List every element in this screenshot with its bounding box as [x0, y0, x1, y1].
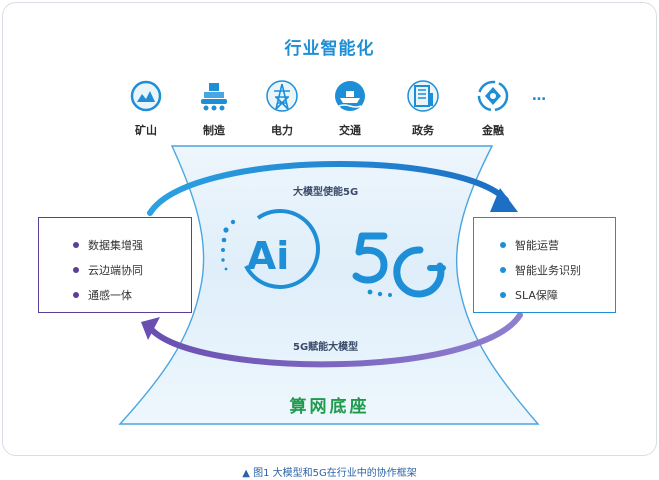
bullet-dot	[500, 241, 506, 248]
finance-coin-icon	[477, 80, 509, 112]
list-item: 云边端协同	[39, 257, 191, 282]
list-item-label: SLA保障	[515, 288, 558, 302]
bullet-dot	[500, 291, 506, 298]
list-item-label: 智能运营	[515, 238, 559, 252]
figure-caption: ▲ 图1 大模型和5G在行业中的协作框架	[242, 468, 417, 479]
5g-emblem	[352, 232, 446, 298]
more-industries-ellipsis: …	[532, 88, 546, 104]
industry-label: 金融	[482, 124, 504, 137]
industry-label: 交通	[339, 124, 361, 137]
bullet-dot	[500, 266, 506, 273]
industry-item-government: 政务	[393, 78, 453, 138]
industry-item-mine: 矿山	[116, 78, 176, 138]
top-arc-label: 大模型使能5G	[293, 187, 359, 198]
list-item: 通感一体	[39, 282, 191, 307]
industry-label: 电力	[271, 124, 293, 137]
bottom-arc-arrowhead	[141, 317, 160, 340]
right-capability-box: 智能运营 智能业务识别 SLA保障	[473, 217, 616, 313]
list-item-label: 云边端协同	[88, 263, 143, 277]
industry-intelligence-title: 行业智能化	[284, 39, 375, 59]
manufacturing-icon	[201, 83, 227, 111]
bottom-arc-arrow	[149, 312, 523, 368]
list-item-label: 数据集增强	[88, 238, 143, 252]
ship-icon	[335, 81, 365, 111]
government-building-icon	[407, 80, 439, 112]
bullet-dot	[73, 266, 79, 273]
power-tower-icon	[266, 80, 298, 112]
list-item: SLA保障	[474, 282, 615, 307]
top-arc-arrow	[147, 160, 509, 216]
left-capability-box: 数据集增强 云边端协同 通感一体	[38, 217, 192, 313]
list-item: 智能运营	[474, 232, 615, 257]
list-item: 智能业务识别	[474, 257, 615, 282]
list-item: 数据集增强	[39, 232, 191, 257]
bullet-dot	[73, 291, 79, 298]
mine-icon	[130, 80, 162, 112]
list-item-label: 智能业务识别	[515, 263, 581, 277]
list-item-label: 通感一体	[88, 288, 132, 302]
industry-item-manufacturing: 制造	[184, 78, 244, 138]
industry-item-power: 电力	[252, 78, 312, 138]
bullet-dot	[73, 241, 79, 248]
industry-label: 政务	[412, 124, 434, 137]
bottom-arc-label: 5G赋能大模型	[293, 342, 359, 353]
industry-item-transport: 交通	[320, 78, 380, 138]
top-arc-arrowhead	[490, 188, 518, 212]
compute-network-base-label: 算网底座	[289, 397, 370, 417]
industry-label: 制造	[203, 124, 225, 137]
industry-item-finance: 金融	[463, 78, 523, 138]
ai-text: Ai	[247, 234, 289, 278]
industry-label: 矿山	[135, 124, 157, 137]
ai-emblem	[221, 209, 320, 289]
